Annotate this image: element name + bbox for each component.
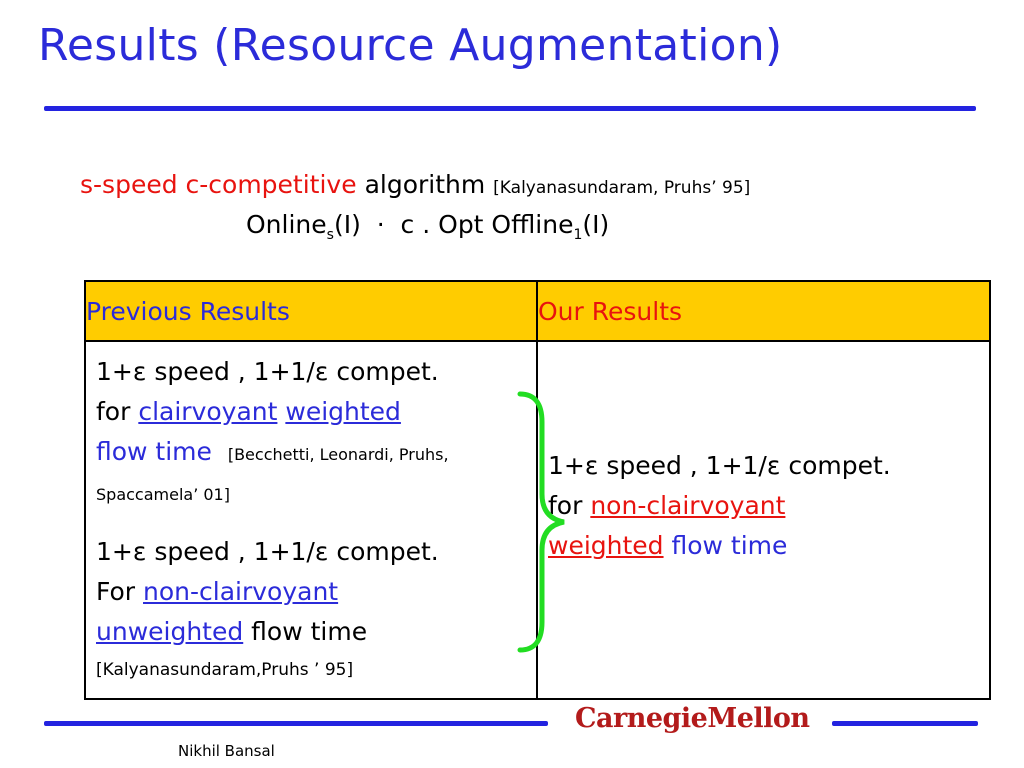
prev1-line1: 1+ε speed , 1+1/ε compet. [96, 357, 439, 386]
previous-result-1: 1+ε speed , 1+1/ε compet. for clairvoyan… [96, 352, 536, 512]
prev2-citation: [Kalyanasundaram,Pruhs ’ 95] [96, 660, 354, 680]
clairvoyant-link: clairvoyant [138, 397, 278, 426]
formula-end: (I) [582, 210, 610, 239]
weighted-link: weighted [285, 397, 401, 426]
prev1-line2: for clairvoyant weighted [96, 392, 536, 432]
non-clairvoyant-link: non-clairvoyant [143, 577, 339, 606]
author-footer: Nikhil Bansal [178, 742, 275, 760]
prev2-line1: 1+ε speed , 1+1/ε compet. [96, 537, 439, 566]
header-previous-results: Previous Results [84, 280, 538, 342]
prev1-flow-time: flow time [96, 437, 212, 466]
prev2-flow-time: flow time [243, 617, 368, 646]
prev1-for: for [96, 397, 139, 426]
ours-line1: 1+ε speed , 1+1/ε compet. [548, 451, 891, 480]
formula-online: Online [246, 210, 327, 239]
definition-line: s-speed c-competitive algorithm [Kalyana… [80, 170, 940, 199]
spacer [96, 512, 536, 532]
ours-for: for [548, 491, 591, 520]
definition-term: s-speed c-competitive [80, 170, 357, 199]
footer-divider-left [44, 721, 548, 726]
formula-sub-1: 1 [573, 227, 583, 243]
prev1-citation: [Becchetti, Leonardi, Pruhs, Spaccamela’… [96, 445, 449, 504]
formula-middle: (I) · c . Opt Offline [333, 210, 574, 239]
definition-formula: Onlines(I) · c . Opt Offline1(I) [246, 210, 946, 243]
results-table: Previous Results Our Results 1+ε speed ,… [84, 280, 991, 700]
header-our-results: Our Results [536, 280, 991, 342]
previous-results-cell: 1+ε speed , 1+1/ε compet. for clairvoyan… [84, 340, 538, 700]
ours-line3: weighted flow time [548, 526, 958, 566]
carnegie-mellon-logo: CarnegieMellon [575, 703, 810, 734]
previous-result-2: 1+ε speed , 1+1/ε compet. For non-clairv… [96, 532, 536, 688]
formula-sub-s: s [326, 227, 334, 243]
unweighted-link: unweighted [96, 617, 244, 646]
curly-brace-icon [517, 391, 565, 653]
ours-weighted: weighted [548, 531, 664, 560]
our-result: 1+ε speed , 1+1/ε compet. for non-clairv… [548, 446, 958, 566]
definition-citation: [Kalyanasundaram, Pruhs’ 95] [493, 178, 751, 198]
our-results-cell: 1+ε speed , 1+1/ε compet. for non-clairv… [536, 340, 991, 700]
prev1-line3: flow time [Becchetti, Leonardi, Pruhs, S… [96, 432, 536, 512]
prev2-for: For [96, 577, 144, 606]
ours-non-clairvoyant: non-clairvoyant [590, 491, 786, 520]
footer-divider-right [832, 721, 978, 726]
table-header-row: Previous Results Our Results [84, 280, 991, 342]
title-divider [44, 106, 976, 111]
prev2-line3: unweighted flow time [96, 612, 536, 652]
table-row: 1+ε speed , 1+1/ε compet. for clairvoyan… [84, 340, 991, 700]
definition-word: algorithm [364, 170, 486, 199]
prev2-line2: For non-clairvoyant [96, 572, 536, 612]
ours-flow-time: flow time [663, 531, 788, 560]
ours-line2: for non-clairvoyant [548, 486, 958, 526]
slide-title: Results (Resource Augmentation) [38, 20, 783, 71]
